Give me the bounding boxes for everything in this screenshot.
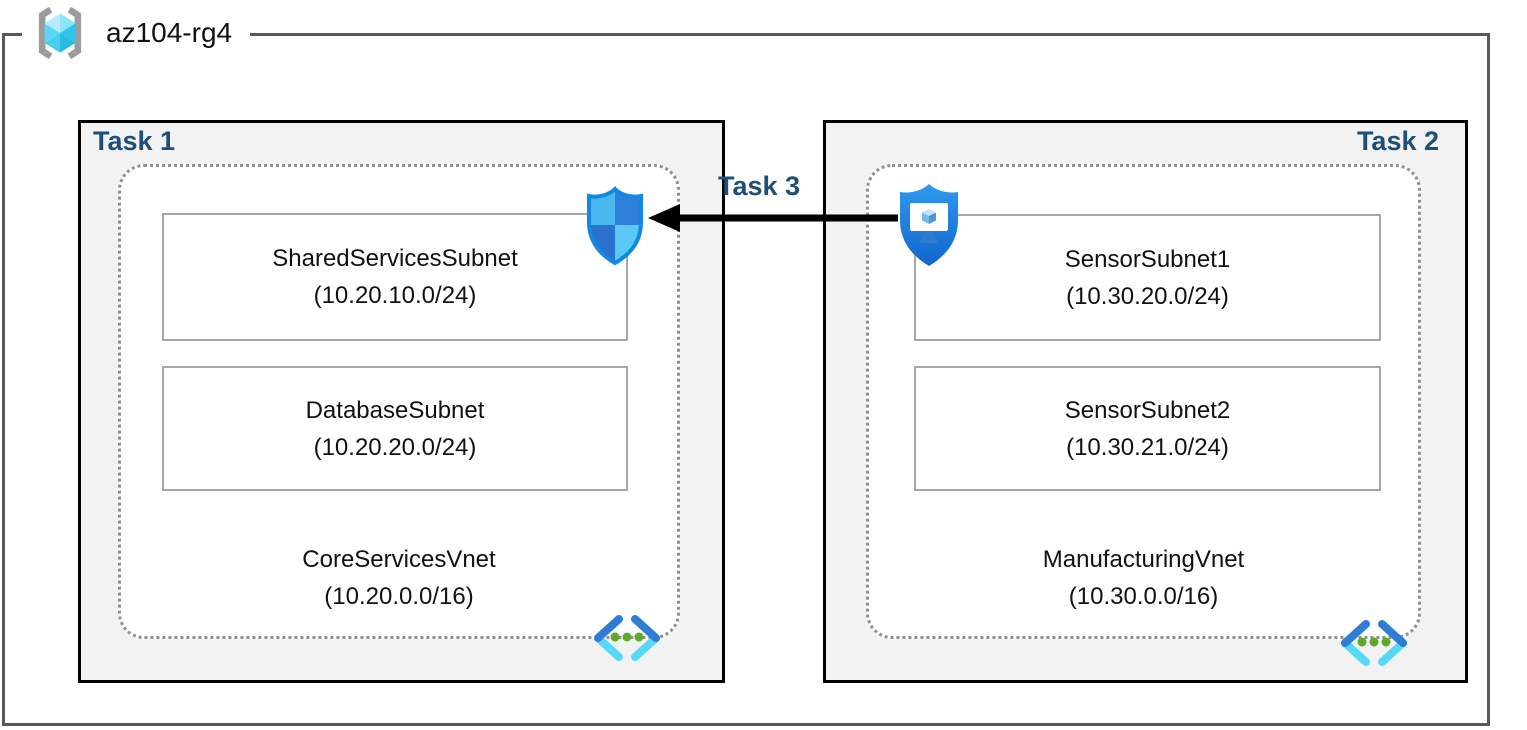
subnet-cidr: (10.30.20.0/24) xyxy=(1066,282,1229,310)
vnet-name: ManufacturingVnet xyxy=(1042,546,1245,573)
resource-group-frame xyxy=(2,33,1490,726)
resource-group-name: az104-rg4 xyxy=(106,17,233,48)
subnet-sensor2: SensorSubnet2 (10.30.21.0/24) xyxy=(914,366,1381,491)
task1-label: Task 1 xyxy=(93,126,176,156)
task2-label: Task 2 xyxy=(1356,126,1439,156)
vnet-cidr: (10.30.0.0/16) xyxy=(1068,583,1219,610)
vnet-manufacturing-label: ManufacturingVnet (10.30.0.0/16) xyxy=(866,541,1421,615)
subnet-name: SensorSubnet2 xyxy=(1064,396,1231,424)
subnet-cidr: (10.20.20.0/24) xyxy=(313,433,477,461)
subnet-database: DatabaseSubnet (10.20.20.0/24) xyxy=(162,366,628,491)
subnet-name: DatabaseSubnet xyxy=(305,396,485,424)
network-security-group-shield-icon xyxy=(584,186,646,266)
resource-group-label: az104-rg4 xyxy=(22,0,251,66)
subnet-cidr: (10.30.21.0/24) xyxy=(1066,433,1229,461)
resource-group-icon xyxy=(30,3,90,63)
task3-label: Task 3 xyxy=(718,171,801,201)
subnet-sharedservices: SharedServicesSubnet (10.20.10.0/24) xyxy=(162,213,628,341)
application-security-group-icon xyxy=(896,182,962,268)
subnet-name: SensorSubnet1 xyxy=(1064,245,1231,273)
subnet-name: SharedServicesSubnet xyxy=(272,245,518,272)
virtual-network-icon xyxy=(1336,617,1412,669)
subnet-cidr: (10.20.10.0/24) xyxy=(313,282,477,309)
vnet-name: CoreServicesVnet xyxy=(302,546,496,573)
task3-arrow xyxy=(646,196,898,236)
vnet-cidr: (10.20.0.0/16) xyxy=(324,583,474,610)
subnet-sensor1: SensorSubnet1 (10.30.20.0/24) xyxy=(914,214,1381,341)
vnet-coreservices-label: CoreServicesVnet (10.20.0.0/16) xyxy=(118,541,680,615)
virtual-network-icon xyxy=(589,612,665,664)
